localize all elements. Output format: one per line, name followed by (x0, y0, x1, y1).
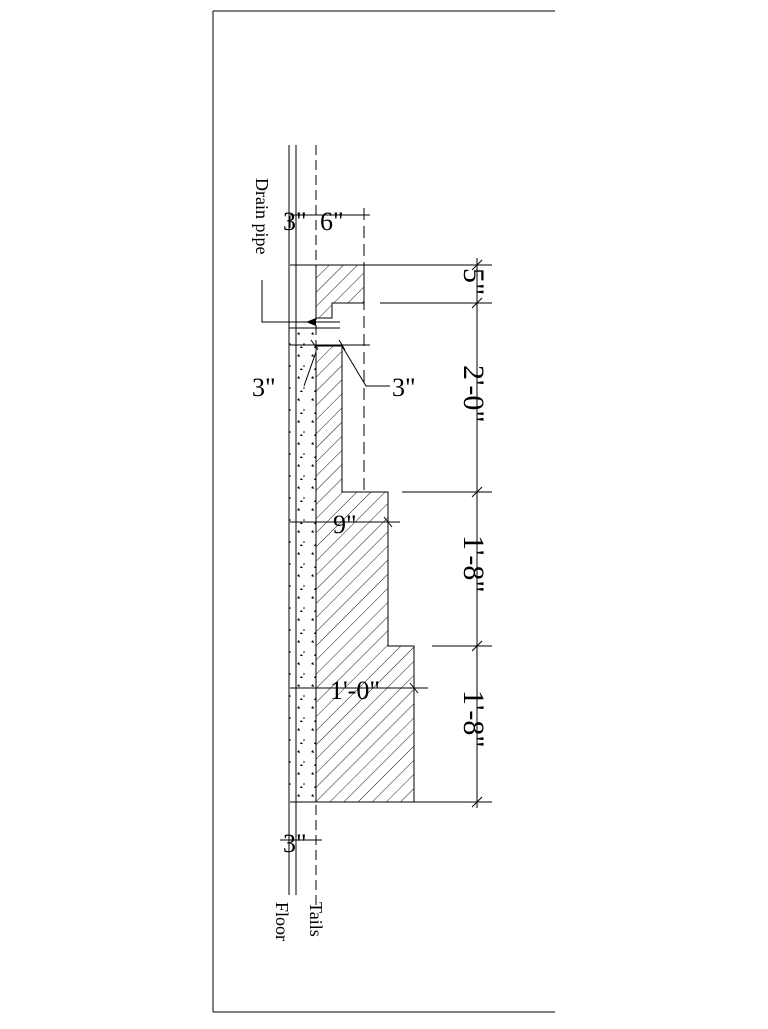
drain-pipe (261, 280, 340, 329)
vertical-dimension-line (289, 216, 483, 808)
label-tails: Tails (306, 902, 326, 937)
hatched-footing (315, 264, 415, 803)
label-floor: Floor (272, 902, 292, 941)
dim-height-1-8-upper: 1'-8" (457, 535, 490, 593)
leader-right-3 (341, 345, 390, 387)
label-drain-pipe: Drain pipe (252, 178, 272, 254)
leader-left-3 (303, 351, 317, 387)
dim-height-2-0: 2'-0" (457, 365, 490, 423)
dim-width-1-0: 1'-0" (330, 676, 380, 705)
dim-height-1-8-lower: 1'-8" (457, 690, 490, 748)
dim-top-6: 6" (320, 207, 344, 236)
dim-bottom-3: 3" (283, 829, 307, 858)
dim-right-3: 3" (392, 373, 416, 402)
dim-left-3: 3" (252, 373, 276, 402)
floor-slab (288, 145, 316, 895)
dim-top-left-3: 3" (283, 207, 307, 236)
dim-height-5: 5" (457, 268, 490, 295)
dim-width-9: 9" (333, 510, 357, 539)
